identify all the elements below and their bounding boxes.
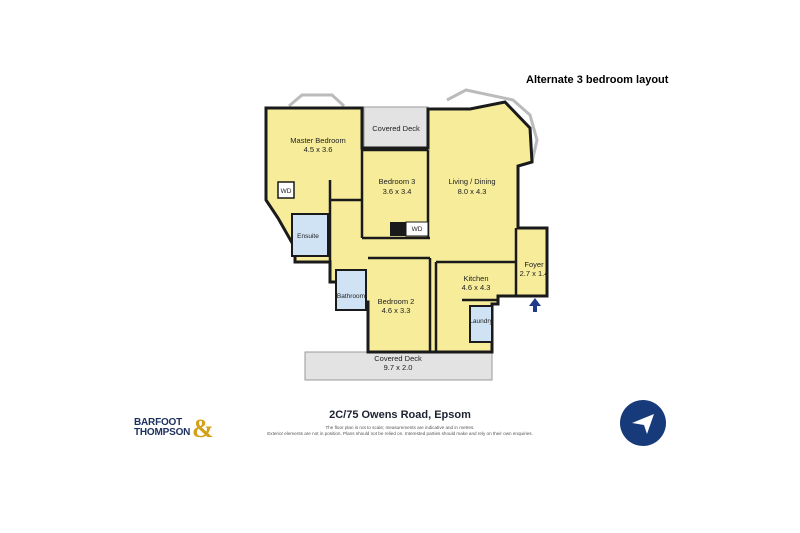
- ensuite-label: Ensuite: [297, 233, 319, 240]
- wd-center-label: WD: [412, 226, 423, 233]
- bedroom3-label: Bedroom 3: [379, 177, 416, 186]
- bedroom2-label: Bedroom 2: [378, 297, 415, 306]
- bedroom3-size: 3.6 x 3.4: [383, 187, 412, 196]
- master-bedroom-size: 4.5 x 3.6: [304, 145, 333, 154]
- master-bedroom-label: Master Bedroom: [290, 136, 345, 145]
- brand-ampersand: &: [192, 414, 214, 443]
- brand-logo: BARFOOT THOMPSON: [134, 418, 190, 438]
- living-dining-label: Living / Dining: [448, 177, 495, 186]
- interior-walls: [328, 148, 518, 352]
- bay-window-master: [288, 93, 346, 108]
- disclaimer-line-1: The floor plan is not to scale; measurem…: [325, 425, 475, 430]
- ensuite-area: [291, 213, 329, 257]
- living-dining-size: 8.0 x 4.3: [458, 187, 487, 196]
- covered-deck-top-label: Covered Deck: [372, 124, 420, 133]
- kitchen-label: Kitchen: [463, 274, 488, 283]
- kitchen-size: 4.6 x 4.3: [462, 283, 491, 292]
- bathroom-area: [335, 269, 367, 311]
- property-address: 2C/75 Owens Road, Epsom: [329, 409, 471, 421]
- brand-line-1: BARFOOT: [134, 417, 183, 428]
- compass-icon: [620, 400, 666, 446]
- entry-arrow-icon: [529, 298, 541, 312]
- laundry-area: [469, 305, 493, 343]
- foyer-size: 2.7 x 1.4: [520, 269, 549, 278]
- disclaimer-line-2: Exterior elements are not in position. P…: [267, 431, 533, 436]
- laundry-label: Laundry: [469, 318, 493, 325]
- brand-line-2: THOMPSON: [134, 427, 191, 438]
- bedroom2-size: 4.6 x 3.3: [382, 306, 411, 315]
- wd-left-label: WD: [281, 188, 292, 195]
- bathroom-label: Bathroom: [337, 293, 365, 300]
- wd-center-box: [405, 221, 429, 237]
- wd-left-box: [277, 181, 295, 199]
- covered-deck-bottom-label: Covered Deck: [374, 354, 422, 363]
- covered-deck-bottom-size: 9.7 x 2.0: [384, 363, 413, 372]
- foyer-label: Foyer: [524, 260, 544, 269]
- bay-window-living: [446, 88, 539, 163]
- layout-title: Alternate 3 bedroom layout: [526, 74, 669, 86]
